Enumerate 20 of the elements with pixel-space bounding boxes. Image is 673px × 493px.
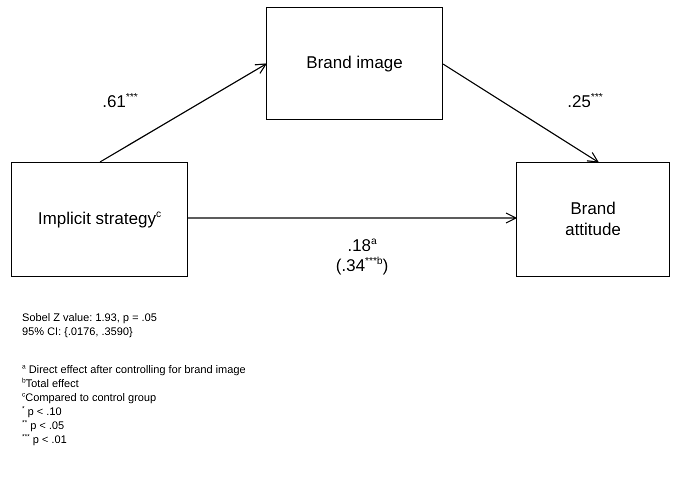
variable-label: Implicit strategy$^{c}$ — [38, 209, 162, 230]
variable-box — [11, 162, 188, 277]
variable-box — [266, 7, 443, 120]
arrow — [188, 212, 517, 224]
statistic-note: 95% CI: {.0176, .3590} — [22, 326, 133, 339]
variable-box — [516, 162, 670, 277]
arrow — [100, 63, 267, 163]
statistic-note: Sobel Z value: 1.93, p = .05 — [22, 312, 157, 325]
arrow — [442, 63, 599, 163]
footnote: $^{b}$Total effect — [22, 378, 79, 391]
footnote: $^{**}$ p < .05 — [22, 420, 64, 433]
variable-label: Brand image — [306, 53, 403, 74]
edge-label: .25$^{***}$ — [566, 92, 604, 112]
footnote: $^{c}$Compared to control group — [22, 392, 156, 405]
footnote: $^{*}$ p < .10 — [22, 406, 62, 419]
footnote: $^{a}$ Direct effect after controlling for brand image — [22, 364, 246, 377]
footnote: $^{***}$ p < .01 — [22, 434, 67, 447]
edge-label: .61$^{***}$ — [101, 92, 139, 112]
edge-label: .18$^{a}$ (.34$^{***b}$) — [334, 236, 390, 277]
variable-label: Brand attitude — [564, 199, 622, 240]
